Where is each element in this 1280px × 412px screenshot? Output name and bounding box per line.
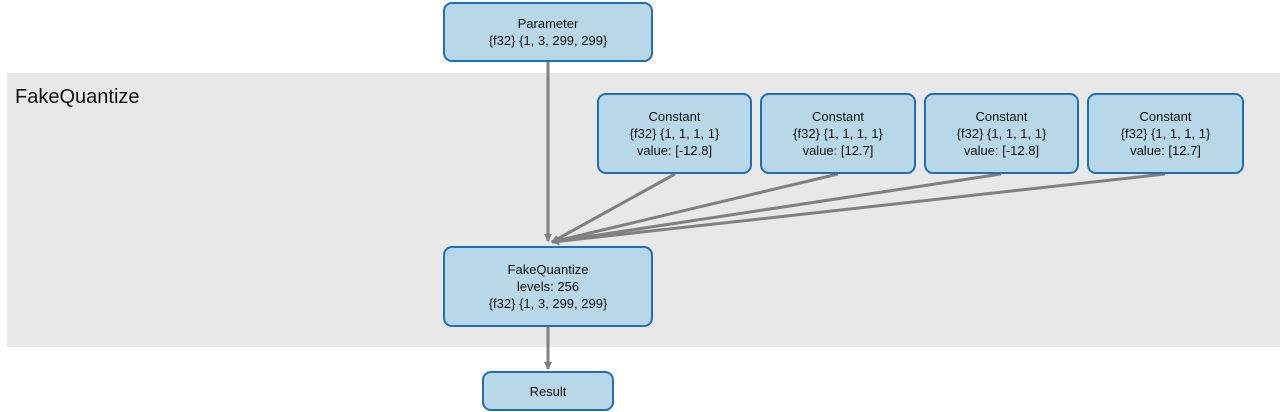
node-shape: {f32} {1, 1, 1, 1} [629, 126, 720, 141]
constant-node[interactable]: Constant {f32} {1, 1, 1, 1} value: [12.7… [1087, 93, 1244, 174]
node-shape: {f32} {1, 3, 299, 299} [488, 296, 608, 311]
constant-node[interactable]: Constant {f32} {1, 1, 1, 1} value: [-12.… [924, 93, 1079, 174]
node-shape: {f32} {1, 1, 1, 1} [793, 126, 883, 141]
node-title: FakeQuantize [507, 262, 589, 277]
constant-node[interactable]: Constant {f32} {1, 1, 1, 1} value: [12.7… [760, 93, 916, 174]
parameter-node[interactable]: Parameter {f32} {1, 3, 299, 299} [443, 2, 653, 62]
node-value: value: [12.7] [802, 143, 874, 158]
node-shape: {f32} {1, 1, 1, 1} [956, 126, 1047, 141]
node-title: Constant [811, 109, 865, 124]
node-title: Constant [1139, 109, 1192, 124]
edge-constant-3-to-fakequantize [551, 172, 1002, 245]
node-shape: {f32} {1, 1, 1, 1} [1120, 126, 1211, 141]
node-title: Constant [648, 109, 701, 124]
node-value: value: [-12.8] [636, 143, 713, 158]
node-value: value: [-12.8] [963, 143, 1040, 158]
fakequantize-node[interactable]: FakeQuantize levels: 256 {f32} {1, 3, 29… [443, 246, 653, 327]
node-title: Result [529, 383, 567, 399]
node-value: value: [12.7] [1130, 143, 1201, 158]
edge-constant-4-to-fakequantize [551, 172, 1166, 246]
node-shape: {f32} {1, 3, 299, 299} [488, 33, 608, 48]
result-node[interactable]: Result [482, 371, 614, 411]
node-title: Constant [975, 109, 1028, 124]
constant-node[interactable]: Constant {f32} {1, 1, 1, 1} value: [-12.… [597, 93, 752, 174]
edge-constant-1-to-fakequantize [551, 172, 676, 244]
node-title: Parameter [517, 16, 579, 31]
group-label: FakeQuantize [15, 86, 140, 108]
node-levels: levels: 256 [516, 279, 580, 294]
edge-constant-2-to-fakequantize [551, 172, 839, 245]
